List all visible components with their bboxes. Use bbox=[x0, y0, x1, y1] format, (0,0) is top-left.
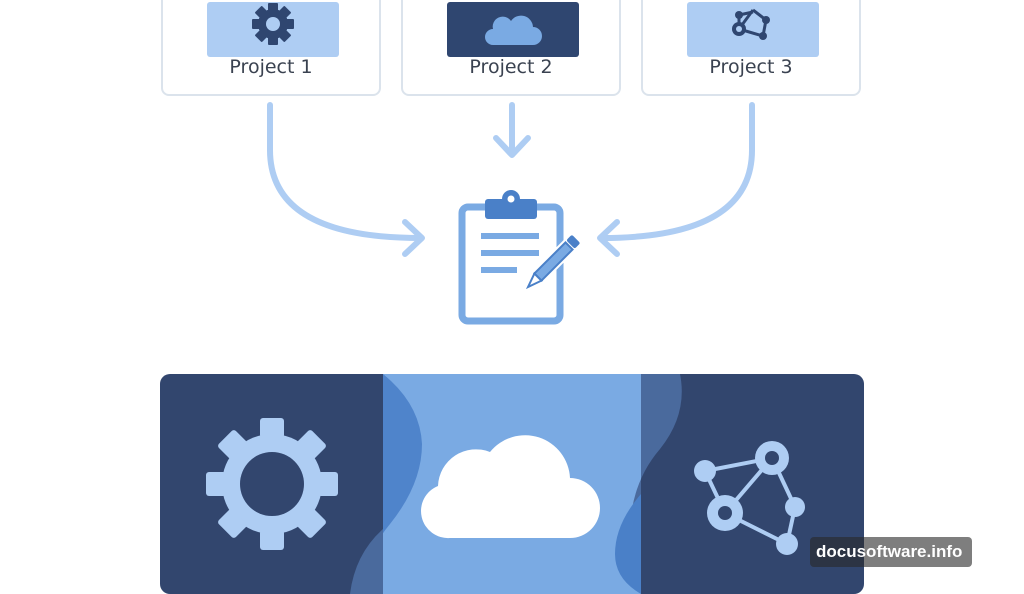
network-icon bbox=[732, 8, 770, 40]
project-card-2[interactable]: Project 2 bbox=[401, 0, 621, 96]
project-card-1[interactable]: Project 1 bbox=[161, 0, 381, 96]
project-1-thumbnail bbox=[207, 2, 339, 57]
arrowhead-project-1 bbox=[402, 219, 425, 257]
panel-graphic bbox=[206, 374, 805, 594]
project-1-label: Project 1 bbox=[229, 56, 313, 78]
panel-network-icon bbox=[694, 441, 805, 555]
arrowhead-project-2 bbox=[493, 135, 531, 158]
project-3-thumbnail bbox=[687, 2, 819, 57]
project-2-label: Project 2 bbox=[469, 56, 553, 78]
project-card-3[interactable]: Project 3 bbox=[641, 0, 861, 96]
cloud-icon bbox=[485, 15, 542, 45]
panel-cloud-icon bbox=[421, 435, 600, 539]
panel-gear-icon bbox=[206, 418, 338, 550]
gear-icon bbox=[252, 3, 294, 45]
arrow-project-3 bbox=[599, 102, 755, 241]
arrow-project-1 bbox=[267, 102, 423, 241]
project-3-label: Project 3 bbox=[709, 56, 793, 78]
arrowhead-project-3 bbox=[597, 219, 620, 257]
bottom-panel bbox=[160, 374, 864, 594]
watermark: docusoftware.info bbox=[810, 537, 972, 567]
project-2-thumbnail bbox=[447, 2, 579, 57]
